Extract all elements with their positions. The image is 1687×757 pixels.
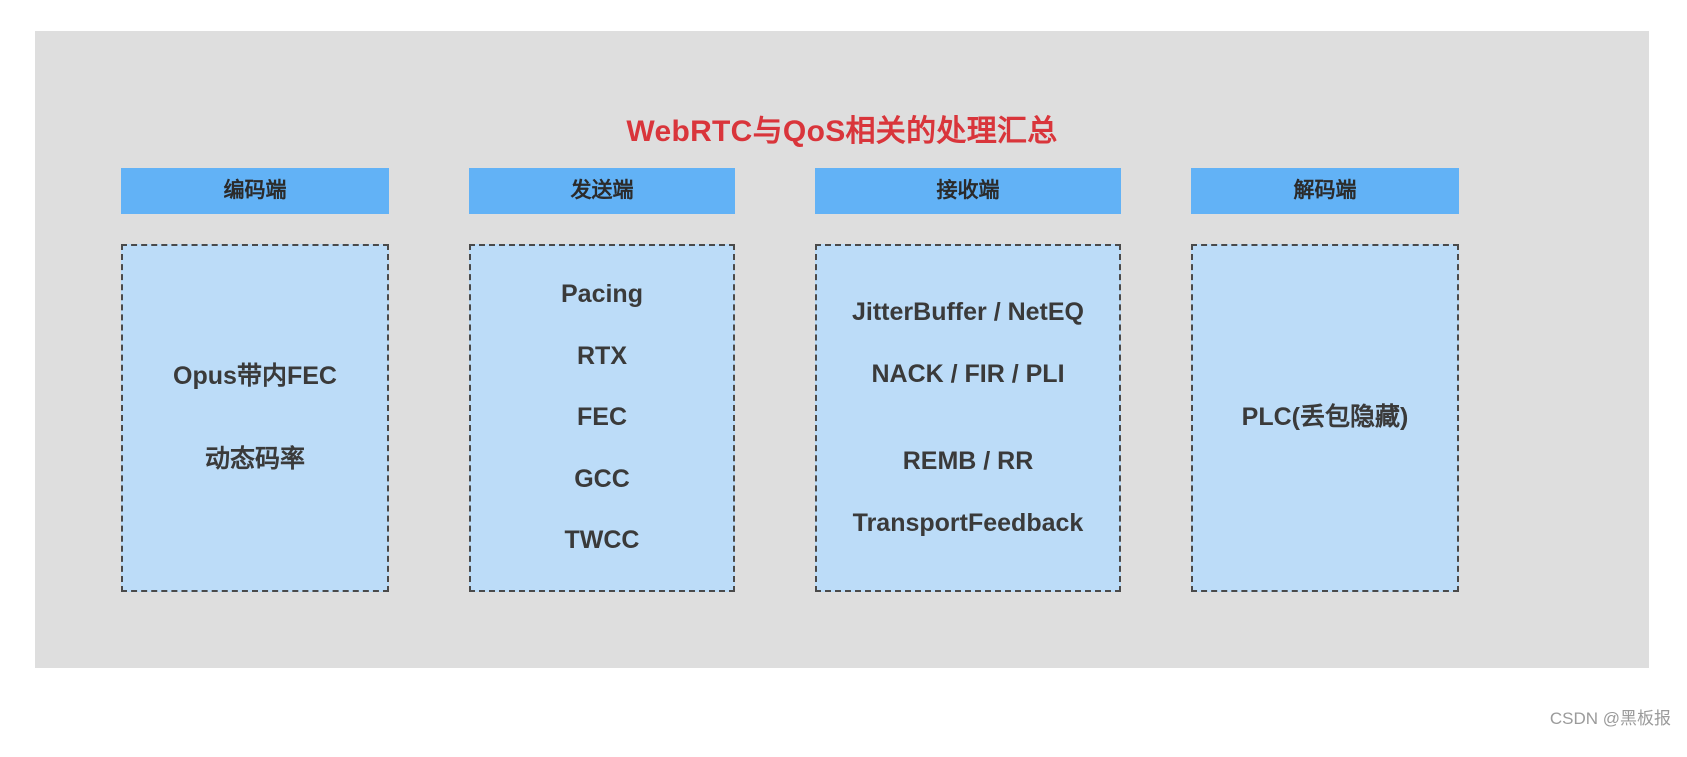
column-items-decode: PLC(丢包隐藏) bbox=[1242, 246, 1409, 590]
column-header-send: 发送端 bbox=[469, 168, 735, 214]
list-item: RTX bbox=[576, 341, 627, 370]
list-item: NACK / FIR / PLI bbox=[871, 359, 1065, 388]
column-body-receive: JitterBuffer / NetEQ NACK / FIR / PLI RE… bbox=[815, 244, 1121, 592]
columns-container: 编码端 Opus带内FEC 动态码率 发送端 Pacing RTX FEC bbox=[35, 31, 1649, 668]
list-item: TWCC bbox=[564, 526, 640, 555]
list-item: Opus带内FEC bbox=[173, 361, 337, 390]
column-send: 发送端 Pacing RTX FEC GCC TWCC bbox=[469, 168, 735, 592]
column-receive: 接收端 JitterBuffer / NetEQ NACK / FIR / PL… bbox=[815, 168, 1121, 592]
column-decode: 解码端 PLC(丢包隐藏) bbox=[1191, 168, 1459, 592]
list-item: TransportFeedback bbox=[852, 508, 1084, 537]
column-body-encode: Opus带内FEC 动态码率 bbox=[121, 244, 389, 592]
list-spacer bbox=[852, 405, 1084, 431]
column-header-receive: 接收端 bbox=[815, 168, 1121, 214]
list-item: GCC bbox=[574, 464, 630, 493]
column-header-encode: 编码端 bbox=[121, 168, 389, 214]
slide-panel: WebRTC与QoS相关的处理汇总 编码端 Opus带内FEC 动态码率 发送端… bbox=[35, 31, 1649, 668]
list-item: 动态码率 bbox=[204, 445, 305, 473]
list-item: JitterBuffer / NetEQ bbox=[852, 298, 1084, 326]
column-items-send: Pacing RTX FEC GCC TWCC bbox=[561, 246, 643, 590]
column-body-send: Pacing RTX FEC GCC TWCC bbox=[469, 244, 735, 592]
column-items-receive: JitterBuffer / NetEQ NACK / FIR / PLI RE… bbox=[852, 246, 1084, 590]
column-items-encode: Opus带内FEC 动态码率 bbox=[173, 246, 337, 590]
column-header-decode: 解码端 bbox=[1191, 168, 1459, 214]
list-item: Pacing bbox=[561, 280, 643, 309]
list-item: PLC(丢包隐藏) bbox=[1241, 403, 1409, 432]
watermark: CSDN @黑板报 bbox=[1549, 709, 1671, 728]
page-title: WebRTC与QoS相关的处理汇总 bbox=[626, 115, 1058, 148]
list-item: REMB / RR bbox=[902, 447, 1034, 475]
list-item: FEC bbox=[576, 403, 627, 432]
column-encode: 编码端 Opus带内FEC 动态码率 bbox=[121, 168, 389, 592]
column-body-decode: PLC(丢包隐藏) bbox=[1191, 244, 1459, 592]
